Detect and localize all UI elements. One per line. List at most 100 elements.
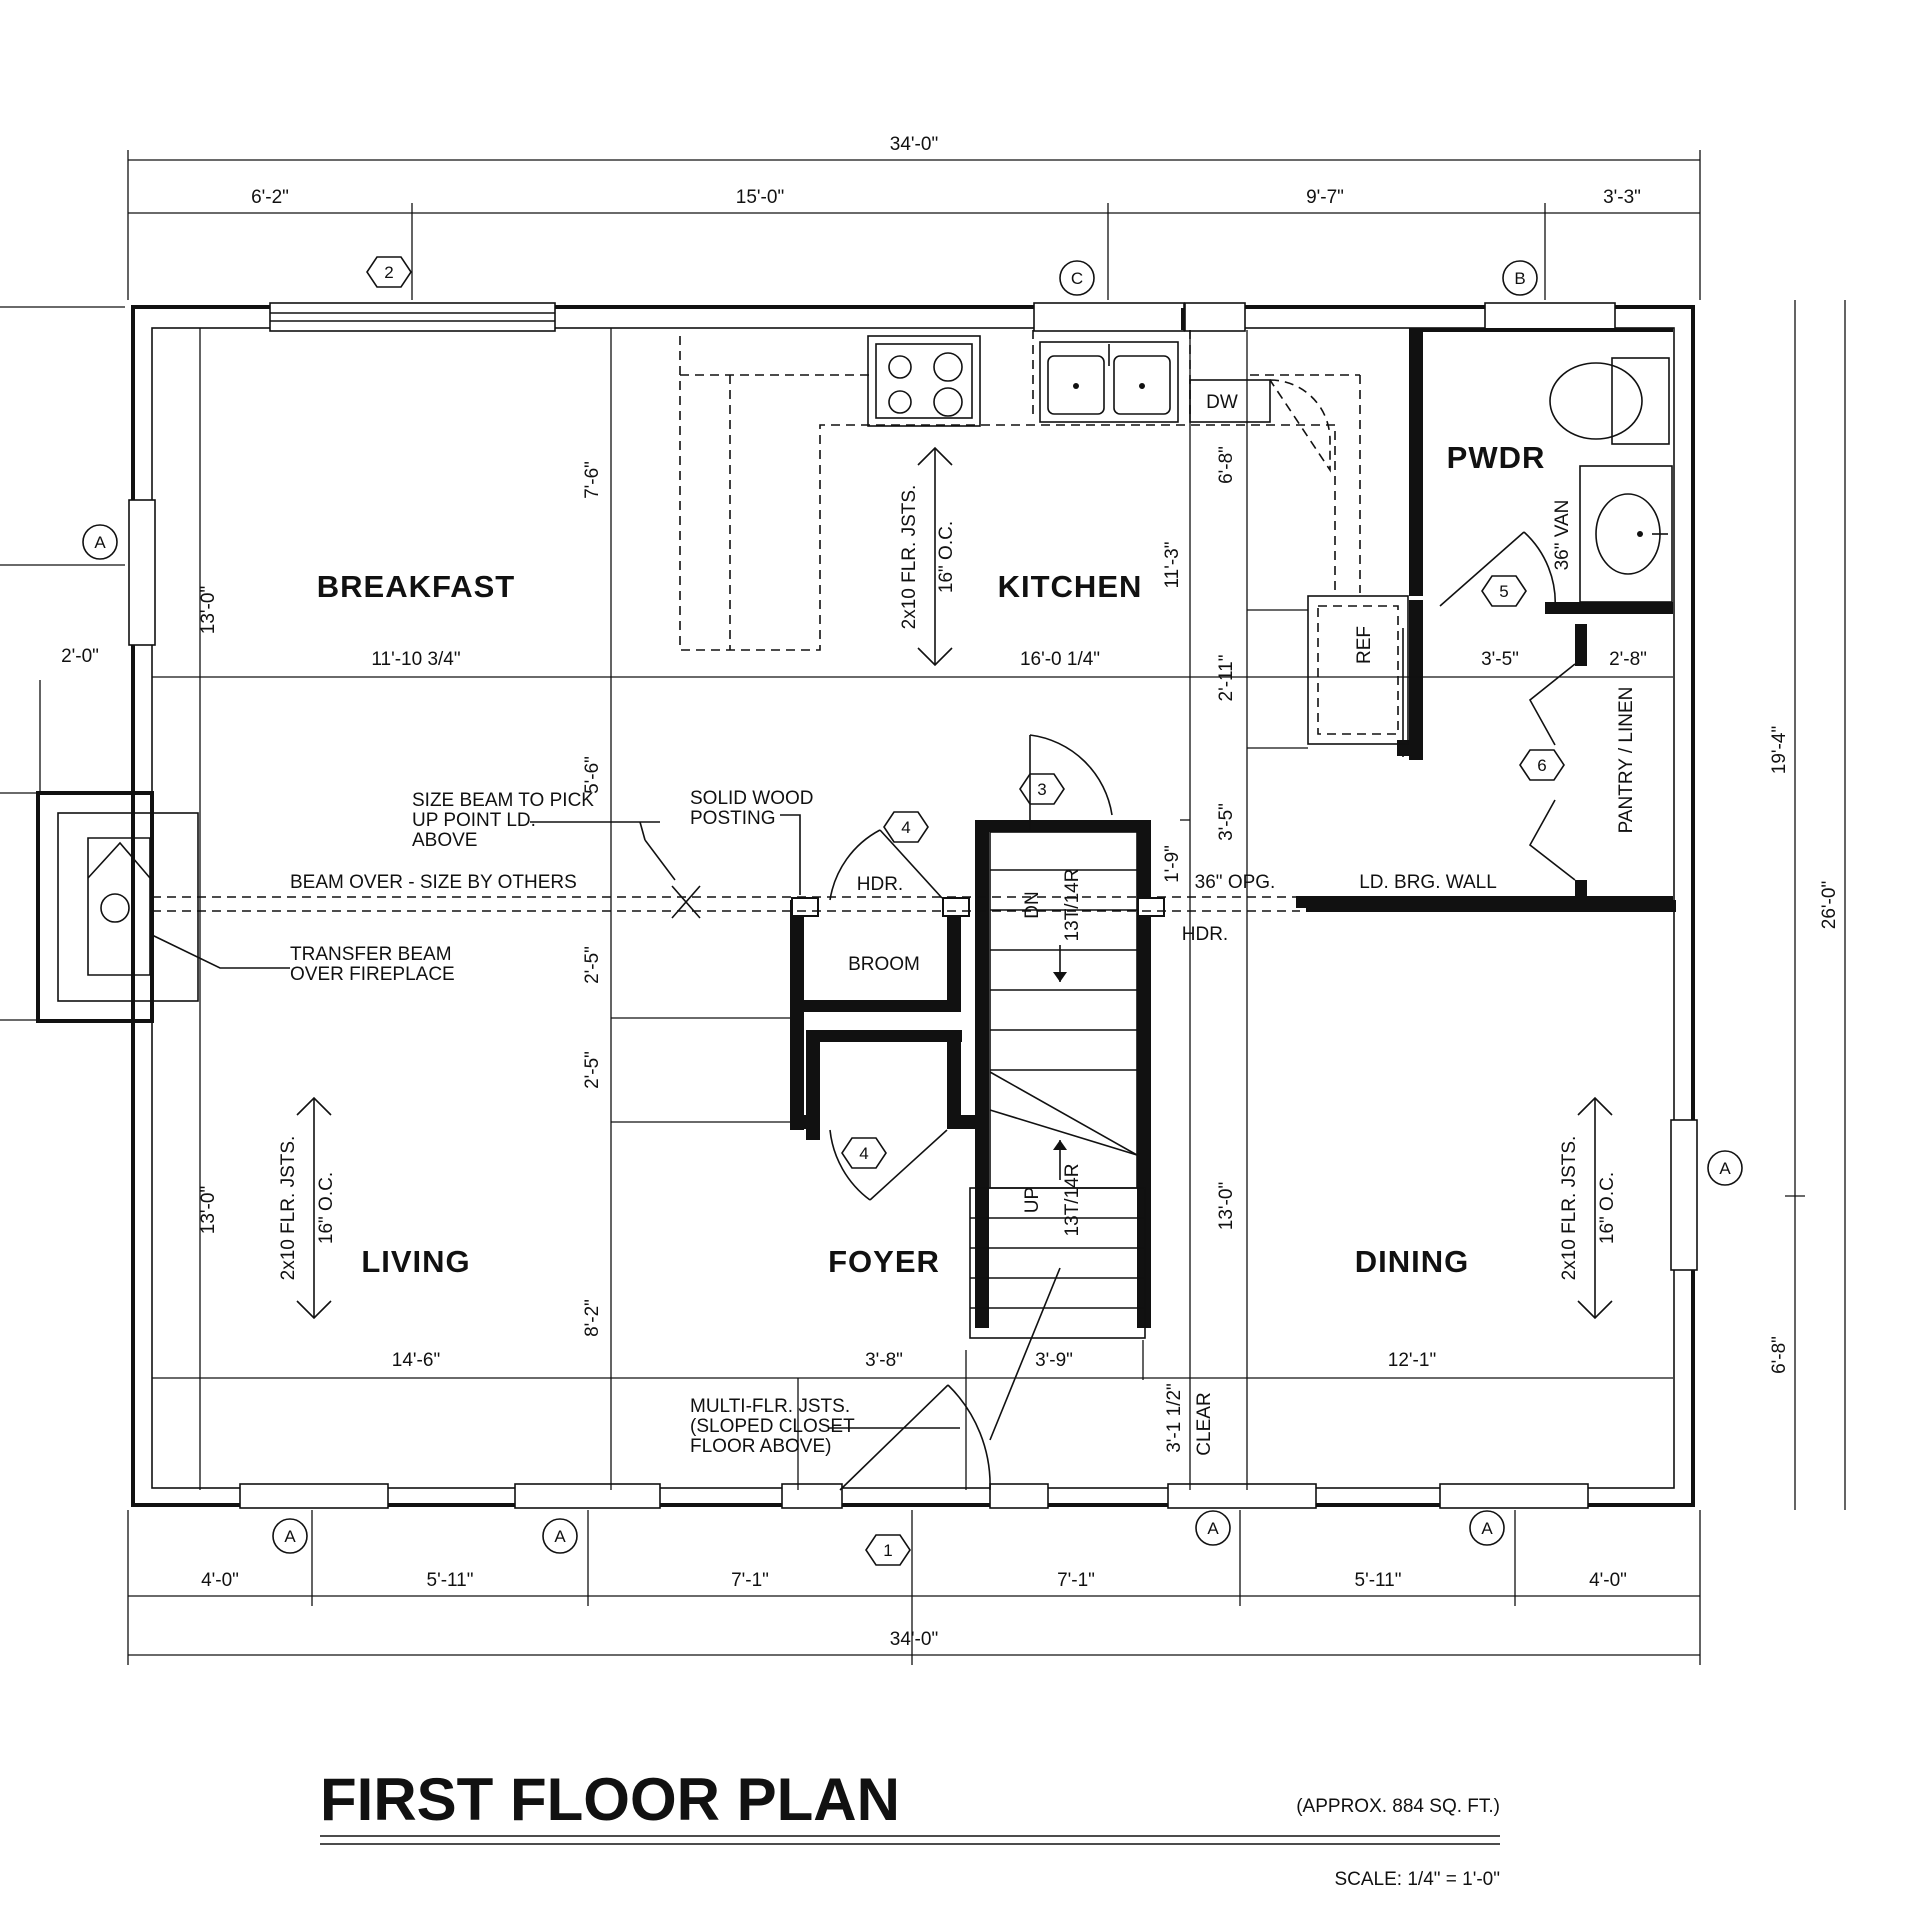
transfer-beam-note-1: TRANSFER BEAM (290, 944, 452, 965)
dim-v-2-11: 2'-11" (1216, 655, 1237, 702)
dim-overall-top: 34'-0" (890, 134, 938, 155)
exterior-wall-outer (131, 305, 1695, 1507)
dim-v-7-6: 7'-6" (582, 461, 603, 499)
window-kitchen (1033, 302, 1185, 332)
door-tag-1: 1 (883, 1541, 892, 1560)
dim-living-width: 14'-6" (392, 1350, 440, 1371)
dining-joist-note-2: 16" O.C. (1597, 1172, 1618, 1244)
dim-v-6-8: 6'-8" (1216, 446, 1237, 484)
window-bottom-3 (781, 1483, 843, 1509)
size-beam-note-1: SIZE BEAM TO PICK (412, 790, 594, 811)
room-label-broom: BROOM (848, 954, 920, 975)
size-beam-note-2: UP POINT LD. (412, 810, 536, 831)
dim-foyer-width: 3'-8" (865, 1350, 903, 1371)
solid-wood-note-1: SOLID WOOD (690, 788, 814, 809)
window-tag-b: B (1514, 269, 1525, 288)
dim-bottom-2: 5'-11" (427, 1570, 474, 1591)
multi-flr-note-2: (SLOPED CLOSET (690, 1416, 855, 1437)
door-tag-5: 5 (1499, 582, 1508, 601)
dishwasher-label: DW (1206, 392, 1238, 413)
dim-v-11-3: 11'-3" (1162, 542, 1183, 589)
dim-v-2-5b: 2'-5" (582, 1051, 603, 1089)
clear-note: CLEAR (1194, 1392, 1215, 1455)
dim-bottom-5: 5'-11" (1355, 1570, 1402, 1591)
dim-left-lower: 13'-0" (198, 1186, 219, 1234)
dim-pwdr-width: 3'-5" (1481, 649, 1519, 670)
window-tag-c: C (1071, 269, 1083, 288)
window-bottom-5 (1167, 1483, 1317, 1509)
window-tag-a-bottom-2: A (554, 1527, 566, 1546)
room-label-living: LIVING (361, 1244, 470, 1279)
kitchen-fixtures (867, 335, 1409, 745)
stair-up-count: 13T/14R (1062, 1164, 1083, 1237)
window-pwdr (1484, 302, 1616, 332)
stair-dn-label: DN (1022, 891, 1043, 918)
size-beam-note-3: ABOVE (412, 830, 477, 851)
window-tag-a-left: A (94, 533, 106, 552)
door-tag-3: 3 (1037, 780, 1046, 799)
plan-scale: SCALE: 1/4" = 1'-0" (1334, 1869, 1500, 1890)
beam-lines (152, 330, 1361, 919)
door-tag-4-coat: 4 (859, 1144, 868, 1163)
dim-top-2: 15'-0" (736, 187, 784, 208)
dim-kitchen-width: 16'-0 1/4" (1020, 649, 1100, 670)
window-tag-a-bottom-4: A (1481, 1519, 1493, 1538)
room-label-breakfast: BREAKFAST (317, 569, 515, 604)
stair-dn-count: 13T/14R (1062, 869, 1083, 942)
room-label-pwdr: PWDR (1447, 440, 1546, 475)
dim-pantry-width: 2'-8" (1609, 649, 1647, 670)
window-bottom-4 (989, 1483, 1049, 1509)
joist-arrows (296, 446, 1613, 1320)
dim-breakfast-width: 11'-10 3/4" (371, 649, 460, 670)
beam-over-note: BEAM OVER - SIZE BY OTHERS (290, 872, 577, 893)
dim-bottom-6: 4'-0" (1589, 1570, 1627, 1591)
room-label-dining: DINING (1355, 1244, 1470, 1279)
window-tag-a-bottom-3: A (1207, 1519, 1219, 1538)
multi-flr-note-1: MULTI-FLR. JSTS. (690, 1396, 850, 1417)
refrigerator-label: REF (1354, 626, 1375, 664)
dim-bottom-4: 7'-1" (1057, 1570, 1095, 1591)
kitchen-joist-note-1: 2x10 FLR. JSTS. (899, 485, 920, 630)
dim-right-overall: 26'-0" (1819, 881, 1840, 929)
dimension-lines (0, 150, 1846, 1665)
callout-notes: SIZE BEAM TO PICK UP POINT LD. ABOVE SOL… (290, 788, 1497, 1457)
refrigerator (1307, 595, 1409, 745)
window-right (1670, 1119, 1698, 1271)
window-bottom-1 (239, 1483, 389, 1509)
dim-top-1: 6'-2" (251, 187, 289, 208)
dim-top-3: 9'-7" (1306, 187, 1344, 208)
opening-note: 36" OPG. (1195, 872, 1276, 893)
stairs (969, 831, 1146, 1339)
transfer-beam-note-2: OVER FIREPLACE (290, 964, 455, 985)
title-block: FIRST FLOOR PLAN (APPROX. 884 SQ. FT.) S… (320, 1766, 1500, 1890)
interior-walls (790, 308, 1676, 1328)
dim-left-upper: 13'-0" (198, 586, 219, 634)
dim-v-3-5: 3'-5" (1216, 803, 1237, 841)
dim-dining-width: 12'-1" (1388, 1350, 1436, 1371)
leaders (151, 814, 1061, 1441)
dim-v-3-1-half: 3'-1 1/2" (1164, 1383, 1185, 1453)
living-joist-note-1: 2x10 FLR. JSTS. (278, 1136, 299, 1281)
multi-flr-note-3: FLOOR ABOVE) (690, 1436, 831, 1457)
window-kitchen-2 (1184, 302, 1246, 332)
dim-top-4: 3'-3" (1603, 187, 1641, 208)
plan-area: (APPROX. 884 SQ. FT.) (1296, 1796, 1500, 1817)
kitchen-joist-note-2: 16" O.C. (936, 521, 957, 593)
sink (1039, 341, 1179, 423)
living-joist-note-2: 16" O.C. (316, 1172, 337, 1244)
window-bottom-6 (1439, 1483, 1589, 1509)
fixture-labels: DW REF 36" VAN (1206, 392, 1573, 664)
dim-left-fireplace: 2'-0" (61, 646, 99, 667)
hdr-note-broom: HDR. (857, 874, 903, 895)
stair-labels: DN 13T/14R UP 13T/14R (1022, 869, 1083, 1237)
room-label-foyer: FOYER (828, 1244, 940, 1279)
dim-overall-bottom: 34'-0" (890, 1629, 938, 1650)
solid-wood-note-2: POSTING (690, 808, 776, 829)
toilet-bowl (1549, 362, 1643, 440)
bearing-wall-note: LD. BRG. WALL (1359, 872, 1497, 893)
doors (829, 531, 1576, 1491)
dim-v-8-2: 8'-2" (582, 1299, 603, 1337)
toilet-tank (1611, 357, 1670, 445)
vanity-label: 36" VAN (1552, 500, 1573, 571)
